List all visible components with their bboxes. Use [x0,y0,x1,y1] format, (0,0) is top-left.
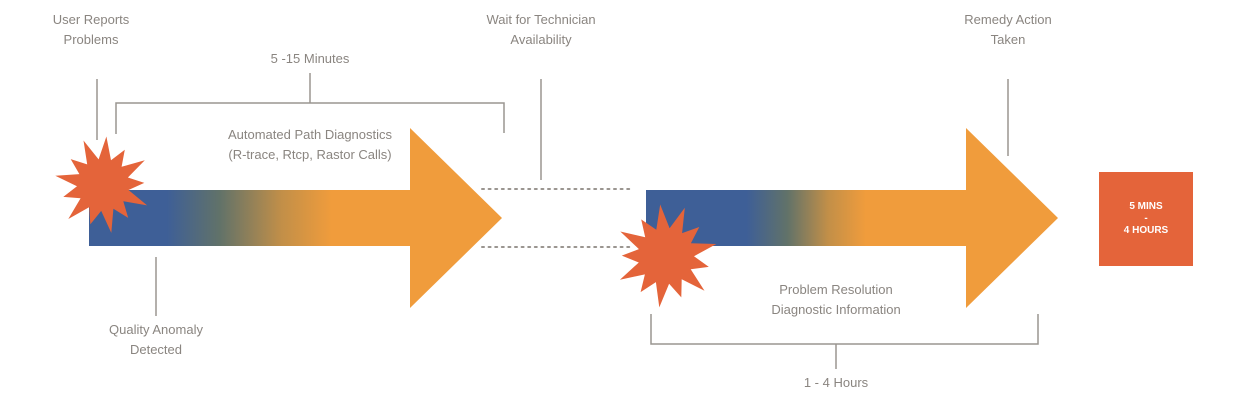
label-line: Problem Resolution [779,282,893,297]
result-line: 4 HOURS [1123,225,1169,236]
label-phase1-description: Automated Path Diagnostics (R-trace, Rtc… [228,125,392,165]
label-phase2-duration: 1 - 4 Hours [804,373,868,393]
total-time-box: 5 MINS - 4 HOURS [1099,172,1193,266]
label-line: 5 -15 Minutes [270,51,350,66]
result-line: 5 MINS [1129,201,1163,212]
label-line: Remedy Action [964,12,1052,27]
label-line: Problems [63,32,119,47]
bracket-phase2 [650,314,1039,345]
starburst-icon [55,136,148,233]
label-line: Taken [990,32,1026,47]
label-phase2-description: Problem Resolution Diagnostic Informatio… [771,280,900,320]
label-line: Detected [129,342,183,357]
starburst-icon [619,204,717,308]
result-line: - [1144,213,1148,224]
label-remedy-action: Remedy Action Taken [964,10,1051,50]
label-line: Automated Path Diagnostics [227,127,393,142]
label-phase1-duration: 5 -15 Minutes [271,49,350,69]
label-line: Wait for Technician [486,12,596,27]
label-line: User Reports [52,12,130,27]
arrow-phase1 [89,128,502,308]
label-line: 1 - 4 Hours [803,375,869,390]
label-line: Diagnostic Information [771,302,901,317]
label-line: Quality Anomaly [109,322,203,337]
label-wait-technician: Wait for Technician Availability [486,10,595,50]
label-line: Availability [510,32,572,47]
label-quality-anomaly: Quality Anomaly Detected [109,320,203,360]
arrow-phase2 [646,128,1058,308]
label-line: (R-trace, Rtcp, Rastor Calls) [228,147,392,162]
label-user-reports: User Reports Problems [53,10,130,50]
